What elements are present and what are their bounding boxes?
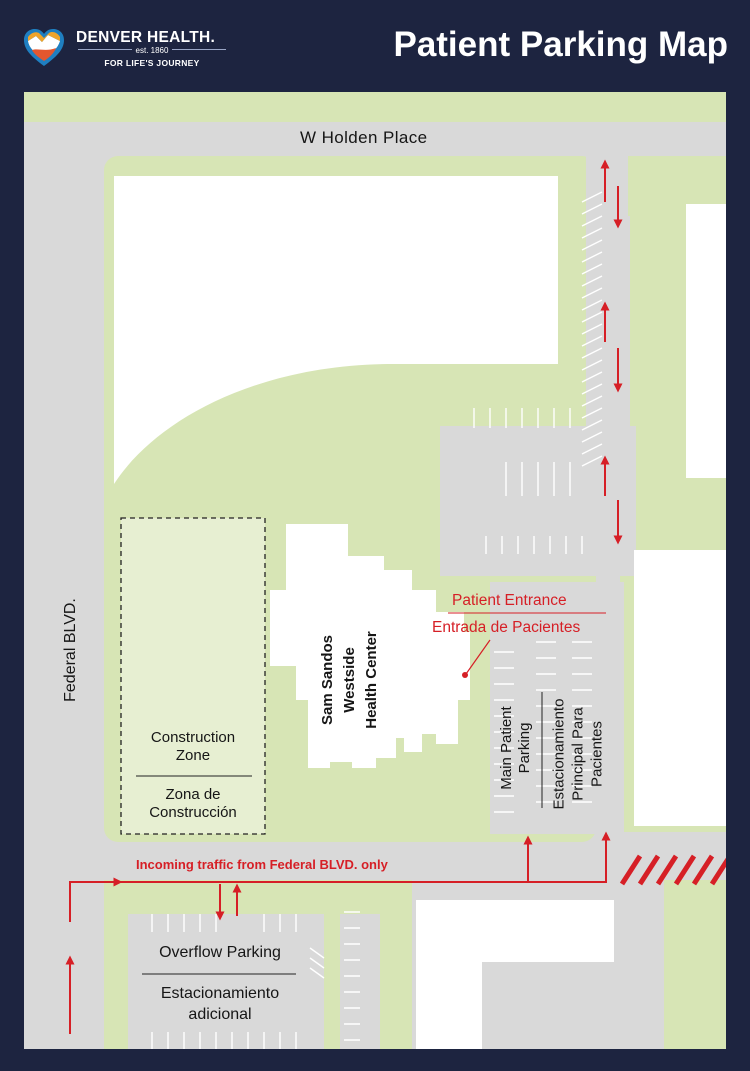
street-label-west: Federal BLVD.	[62, 598, 79, 702]
traffic-arrows	[65, 159, 623, 1034]
brand-tagline: FOR LIFE'S JOURNEY	[104, 58, 200, 68]
buildings	[114, 176, 726, 1049]
brand-name: DENVER HEALTH.	[76, 29, 216, 46]
no-entry-hatching	[619, 854, 726, 886]
building-north	[114, 176, 558, 484]
header: DENVER HEALTH. est. 1860 FOR LIFE'S JOUR…	[0, 0, 750, 92]
overflow-parking-label: Overflow Parking	[159, 944, 281, 961]
map-drawing	[24, 92, 726, 1049]
main-parking-label: Main Patient Parking	[498, 706, 533, 790]
patient-entrance-label: Patient Entrance	[452, 592, 567, 609]
parking-lots	[128, 156, 636, 1049]
entrance-pointer	[465, 639, 491, 675]
street-label-north: W Holden Place	[300, 128, 428, 147]
main-parking-label-es: Estacionamiento Principal Para Pacientes	[550, 698, 606, 810]
page-title: Patient Parking Map	[393, 25, 728, 64]
heart-mountain-logo	[24, 29, 64, 66]
parking-map: W Holden Place Federal BLVD. Sam Sandos …	[24, 92, 726, 1049]
entrance-dot	[462, 672, 468, 678]
building-south	[416, 900, 614, 1049]
construction-zone-label-es: Zona de Construcción	[149, 786, 237, 821]
construction-zone-label: Construction Zone	[150, 729, 236, 764]
parking-stalls	[151, 191, 603, 1049]
construction-zone	[120, 517, 266, 835]
health-center-label: Sam Sandos Westside Health Center	[319, 631, 380, 729]
building-east-north	[686, 204, 726, 478]
brand-established: est. 1860	[78, 46, 226, 55]
health-center-building	[270, 524, 470, 768]
traffic-note: Incoming traffic from Federal BLVD. only	[136, 857, 388, 872]
patient-entrance-label-es: Entrada de Pacientes	[432, 619, 581, 636]
overflow-parking-label-es: Estacionamiento adicional	[160, 985, 280, 1023]
building-east-mid	[634, 550, 726, 826]
